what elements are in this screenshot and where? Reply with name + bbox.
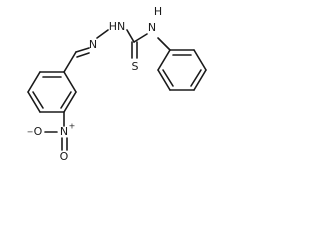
bond-nh-phenyl bbox=[157, 37, 171, 51]
bond-nh-c bbox=[126, 29, 135, 43]
bond-ring2-f bbox=[157, 49, 171, 71]
bond-ring2-b bbox=[193, 49, 207, 71]
atom-nitro-n-charge: + bbox=[69, 122, 76, 131]
bond-ring-to-ch bbox=[63, 51, 77, 73]
atom-nitro-o-bottom: O bbox=[60, 150, 69, 163]
bond-ring1-f bbox=[27, 71, 41, 93]
atom-n-right: N bbox=[148, 21, 156, 34]
bond-ch-n-a bbox=[75, 47, 90, 53]
bond-c-nh-right bbox=[133, 33, 148, 43]
bond-ring1-b bbox=[63, 71, 77, 93]
bond-ring1-double-right bbox=[60, 91, 72, 109]
bond-ring2-c bbox=[193, 69, 207, 91]
bond-ch-n-b bbox=[76, 52, 90, 58]
bond-ring2-double-left bbox=[162, 69, 174, 87]
atom-h-right: H bbox=[154, 5, 162, 18]
atom-hn-left: HN bbox=[109, 20, 126, 33]
molecule-canvas: N HN H N S N + O O − bbox=[26, 5, 207, 163]
nitrophenyl-ring bbox=[27, 71, 77, 113]
bond-ring1-c bbox=[63, 91, 77, 113]
bond-n-nh bbox=[96, 29, 109, 39]
bond-ring2-e bbox=[157, 69, 171, 91]
atom-nitro-n: N bbox=[60, 125, 68, 138]
bond-ring2-double-right bbox=[190, 69, 202, 87]
atom-n-imine: N bbox=[89, 38, 97, 51]
bond-ring1-double-left bbox=[32, 91, 44, 109]
structure-diagram: N HN H N S N + O O − bbox=[27, 5, 207, 163]
bond-ring1-e bbox=[27, 91, 41, 113]
phenyl-ring bbox=[157, 49, 207, 91]
atom-nitro-o-left: O bbox=[34, 125, 43, 138]
atom-nitro-o-left-charge: − bbox=[27, 128, 34, 137]
atom-sulfur: S bbox=[132, 60, 139, 73]
